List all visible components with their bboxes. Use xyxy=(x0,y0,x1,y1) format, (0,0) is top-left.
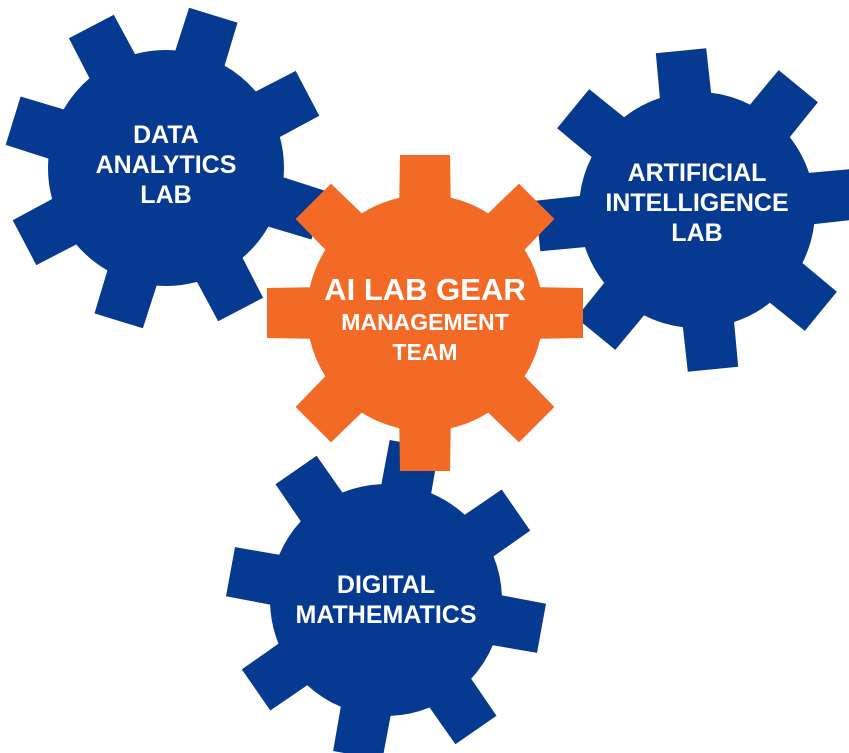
label-line: ARTIFICIAL xyxy=(627,159,767,187)
data-analytics-gear-icon xyxy=(5,7,327,329)
digital-mathematics-label: DIGITAL MATHEMATICS xyxy=(266,570,506,630)
gear-body xyxy=(535,48,849,372)
label-line: ANALYTICS xyxy=(95,151,237,179)
center-title: AI LAB GEAR xyxy=(324,272,526,307)
label-line: TEAM xyxy=(392,338,458,365)
gear-body xyxy=(267,155,583,471)
ai-lab-gear-management-label: AI LAB GEAR MANAGEMENT TEAM xyxy=(295,272,555,367)
gear-body xyxy=(226,440,546,753)
label-line: LAB xyxy=(140,181,192,209)
label-line: INTELLIGENCE xyxy=(605,189,789,217)
gear-body xyxy=(5,7,327,329)
label-line: LAB xyxy=(671,219,723,247)
artificial-intelligence-gear-icon xyxy=(535,48,849,372)
label-line: MATHEMATICS xyxy=(295,601,477,629)
label-line: DATA xyxy=(133,121,199,149)
artificial-intelligence-lab-label: ARTIFICIAL INTELLIGENCE LAB xyxy=(577,158,817,248)
label-line: DIGITAL xyxy=(336,571,436,599)
management-team-gear-icon xyxy=(267,155,583,471)
label-line: MANAGEMENT xyxy=(341,308,509,335)
digital-mathematics-gear-icon xyxy=(226,440,546,753)
data-analytics-lab-label: DATA ANALYTICS LAB xyxy=(56,120,276,210)
